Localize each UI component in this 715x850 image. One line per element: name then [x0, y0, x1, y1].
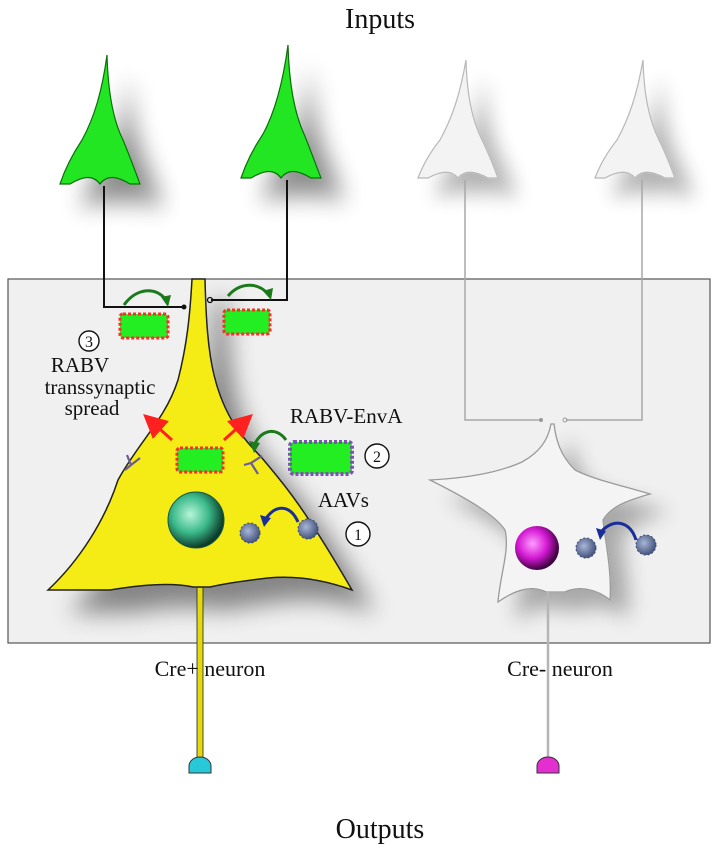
green-axon-2: [211, 180, 288, 301]
spread-arrow-right-icon: [222, 413, 253, 442]
aav-particle-icon: [575, 537, 597, 559]
step-3-marker: [78, 330, 100, 352]
faded-axon-1: [464, 180, 540, 421]
green-axon-1: [103, 186, 183, 308]
outputs-title: Outputs: [336, 814, 425, 845]
step-1-label: AAVs: [318, 488, 369, 512]
step-3-number: 3: [85, 334, 93, 351]
step-3-label-line1: RABV: [51, 353, 109, 377]
inputs-title: Inputs: [345, 4, 415, 35]
cre-negative-nucleus: [515, 526, 559, 570]
tva-receptor-icon: [243, 455, 263, 475]
rabies-virus-particle-icon: [175, 446, 225, 474]
cre-negative-output-terminal: [536, 756, 560, 774]
faded-input-neuron-2: [594, 59, 676, 179]
tva-receptor-icon: [124, 454, 141, 471]
spread-arrow-left-icon: [143, 413, 174, 442]
step-2-label: RABV-EnvA: [290, 404, 403, 428]
aav-particle-icon: [635, 534, 657, 556]
rabies-virus-particle-icon: [222, 308, 272, 336]
rabies-virus-particle-icon: [118, 312, 170, 340]
cre-positive-label: Cre+ neuron: [155, 656, 266, 681]
faded-axon-2: [566, 180, 643, 421]
cre-negative-label: Cre- neuron: [507, 656, 613, 681]
cre-negative-neuron: [427, 423, 653, 604]
aav-entry-arrow-icon: [598, 521, 638, 541]
aav-particle-icon: [239, 522, 261, 544]
step-1-number: 1: [354, 527, 362, 544]
faded-input-neuron-1: [417, 59, 499, 179]
step-3-label-line3: spread: [65, 396, 120, 420]
cre-positive-nucleus: [167, 491, 225, 549]
step-3-label-line2: transsynaptic: [45, 375, 156, 399]
aav-particle-icon: [297, 518, 319, 540]
cre-positive-output-terminal: [188, 756, 212, 774]
step-2-number: 2: [373, 449, 381, 466]
step-1-marker: [345, 521, 371, 547]
step-2-marker: [364, 443, 390, 469]
green-input-neuron-2: [240, 44, 322, 180]
aav-entry-arrow-icon: [263, 506, 300, 523]
envA-pseudotyped-rabies-icon: [288, 440, 354, 476]
green-input-neuron-1: [59, 54, 141, 186]
